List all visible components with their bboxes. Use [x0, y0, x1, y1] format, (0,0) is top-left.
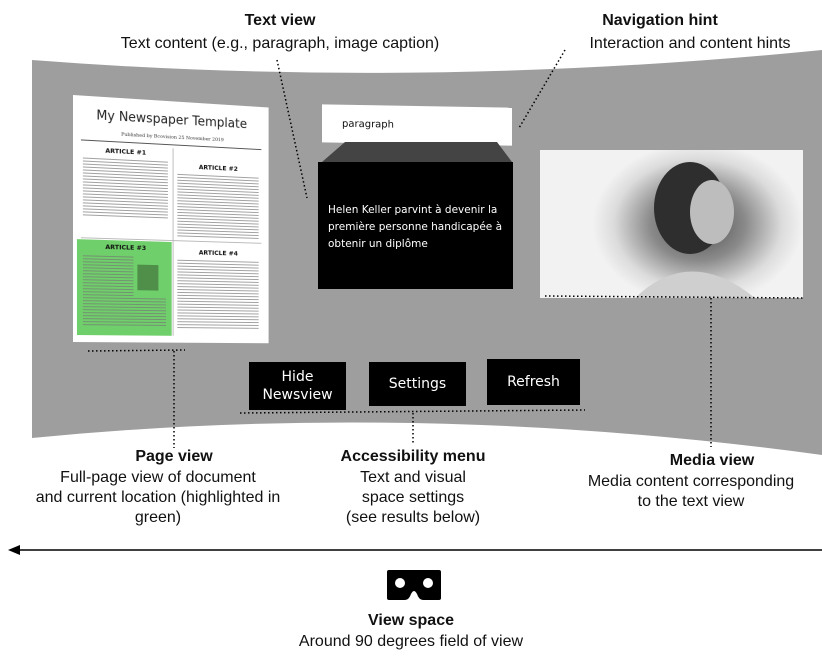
page-view-desc-line-1: Full-page view of document	[60, 469, 256, 486]
page-view-title: Page view	[135, 448, 213, 465]
view-space-title: View space	[368, 612, 454, 629]
access-desc-line-3: (see results below)	[345, 509, 481, 526]
text-view-content: Helen Keller parvint à devenir la premiè…	[328, 204, 503, 250]
nav-hint-title: Navigation hint	[602, 12, 718, 29]
vr-headset-icon	[387, 570, 441, 600]
media-view-description: Media content corresponding to the text …	[560, 472, 822, 512]
access-desc-line-2: space settings	[361, 489, 465, 506]
view-space-description: Around 90 degrees field of view	[298, 633, 524, 650]
refresh-button[interactable]: Refresh	[487, 359, 580, 405]
page-view-desc-line-3: green)	[134, 509, 182, 526]
nav-hint-description: Interaction and content hints	[589, 35, 791, 52]
media-desc-line-1: Media content corresponding	[587, 473, 795, 490]
media-desc-line-2: to the text view	[637, 493, 745, 510]
page-view-desc-line-2: and current location (highlighted in	[35, 489, 281, 506]
settings-button[interactable]: Settings	[369, 362, 466, 406]
media-view-photo	[540, 150, 803, 298]
accessibility-menu-description: Text and visual space settings (see resu…	[300, 468, 526, 528]
access-desc-line-1: Text and visual	[360, 469, 466, 486]
page-view-description: Full-page view of document and current l…	[0, 468, 316, 528]
media-view-title: Media view	[669, 452, 755, 469]
accessibility-menu-title: Accessibility menu	[340, 448, 486, 465]
left-arrow-icon	[8, 545, 822, 555]
portrait-silhouette	[635, 162, 755, 298]
text-view-panel: Helen Keller parvint à devenir la premiè…	[318, 162, 513, 289]
text-view-title: Text view	[244, 12, 316, 29]
text-view-description: Text content (e.g., paragraph, image cap…	[120, 35, 440, 52]
hide-newsview-button[interactable]: Hide Newsview	[249, 362, 346, 410]
